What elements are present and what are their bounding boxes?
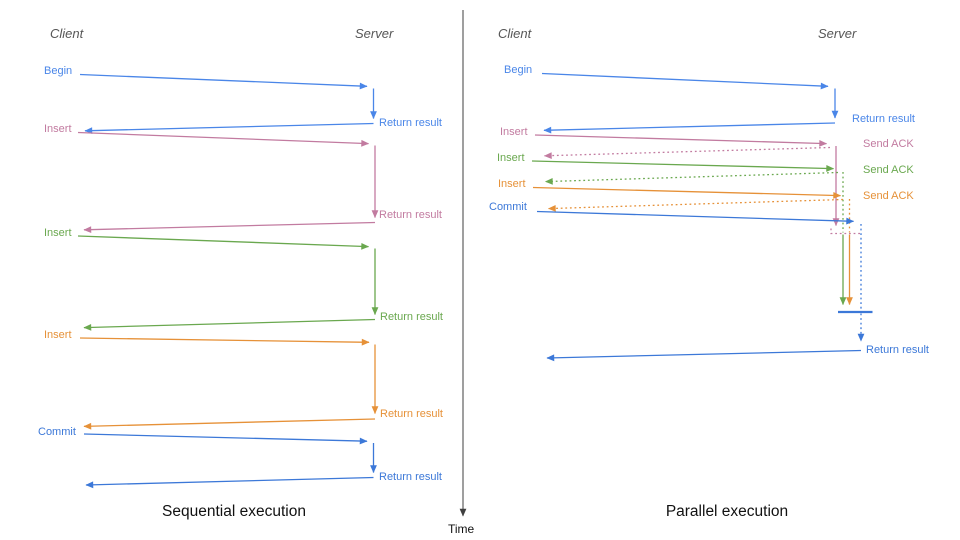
par-insert1-join-line <box>830 228 861 235</box>
par-insert1-ack-line <box>543 146 831 159</box>
seq-insert1-flow <box>77 131 379 234</box>
seq-insert2-return-label: Return result <box>380 311 443 323</box>
par-commit-label: Commit <box>489 201 527 213</box>
seq-begin-request-line <box>79 73 368 90</box>
par-commit-flow <box>536 210 873 362</box>
seq-begin-return-label: Return result <box>379 117 442 129</box>
seq-insert3-label: Insert <box>44 329 72 341</box>
par-insert3-flow <box>532 186 853 306</box>
seq-insert3-flow <box>79 337 379 430</box>
seq-insert1-return-label: Return result <box>379 209 442 221</box>
seq-insert1-request-line <box>77 131 370 147</box>
par-client-header: Client <box>498 26 532 41</box>
par-insert3-ack-line <box>547 198 844 212</box>
par-insert2-label: Insert <box>497 152 525 164</box>
seq-client-header: Client <box>50 26 84 41</box>
par-insert2-ack-line <box>544 171 839 185</box>
seq-commit-label: Commit <box>38 426 76 438</box>
par-begin-return-label: Return result <box>852 113 915 125</box>
par-caption: Parallel execution <box>665 503 789 520</box>
seq-insert3-return-line <box>83 418 376 430</box>
par-server-header: Server <box>818 26 857 41</box>
par-insert3-ack-label: Send ACK <box>863 190 914 202</box>
par-insert3-label: Insert <box>498 178 526 190</box>
par-insert2-request-line <box>531 160 835 172</box>
par-begin-label: Begin <box>504 64 533 76</box>
par-insert1-flow <box>534 134 861 235</box>
par-commit-return-line <box>546 349 862 362</box>
seq-server-header: Server <box>355 26 394 41</box>
par-insert1-ack-label: Send ACK <box>863 138 914 150</box>
seq-begin-label: Begin <box>44 65 73 77</box>
par-insert2-flow <box>531 160 847 306</box>
seq-insert2-return-line <box>83 318 376 331</box>
seq-insert2-flow <box>77 235 379 331</box>
par-begin-request-line <box>541 72 829 90</box>
seq-insert1-return-line <box>83 221 376 234</box>
seq-caption: Sequential execution <box>162 503 306 520</box>
seq-commit-return-line <box>85 476 374 489</box>
seq-insert3-return-label: Return result <box>380 408 443 420</box>
par-insert3-request-line <box>532 186 842 199</box>
par-commit-return-label: Return result <box>866 344 929 356</box>
par-insert2-ack-label: Send ACK <box>863 164 914 176</box>
seq-begin-flow <box>79 73 377 135</box>
seq-begin-return-line <box>84 122 374 135</box>
par-begin-return-line <box>543 122 836 134</box>
seq-commit-flow <box>83 433 377 489</box>
seq-insert2-request-line <box>77 235 370 250</box>
time-axis-label: Time <box>448 522 475 536</box>
par-insert1-request-line <box>534 134 828 147</box>
seq-insert2-label: Insert <box>44 227 72 239</box>
par-insert1-label: Insert <box>500 126 528 138</box>
seq-insert3-request-line <box>79 337 370 346</box>
par-begin-flow <box>541 72 839 134</box>
par-commit-request-line <box>536 210 855 225</box>
seq-commit-request-line <box>83 433 368 445</box>
seq-commit-return-label: Return result <box>379 471 442 483</box>
seq-insert1-label: Insert <box>44 123 72 135</box>
